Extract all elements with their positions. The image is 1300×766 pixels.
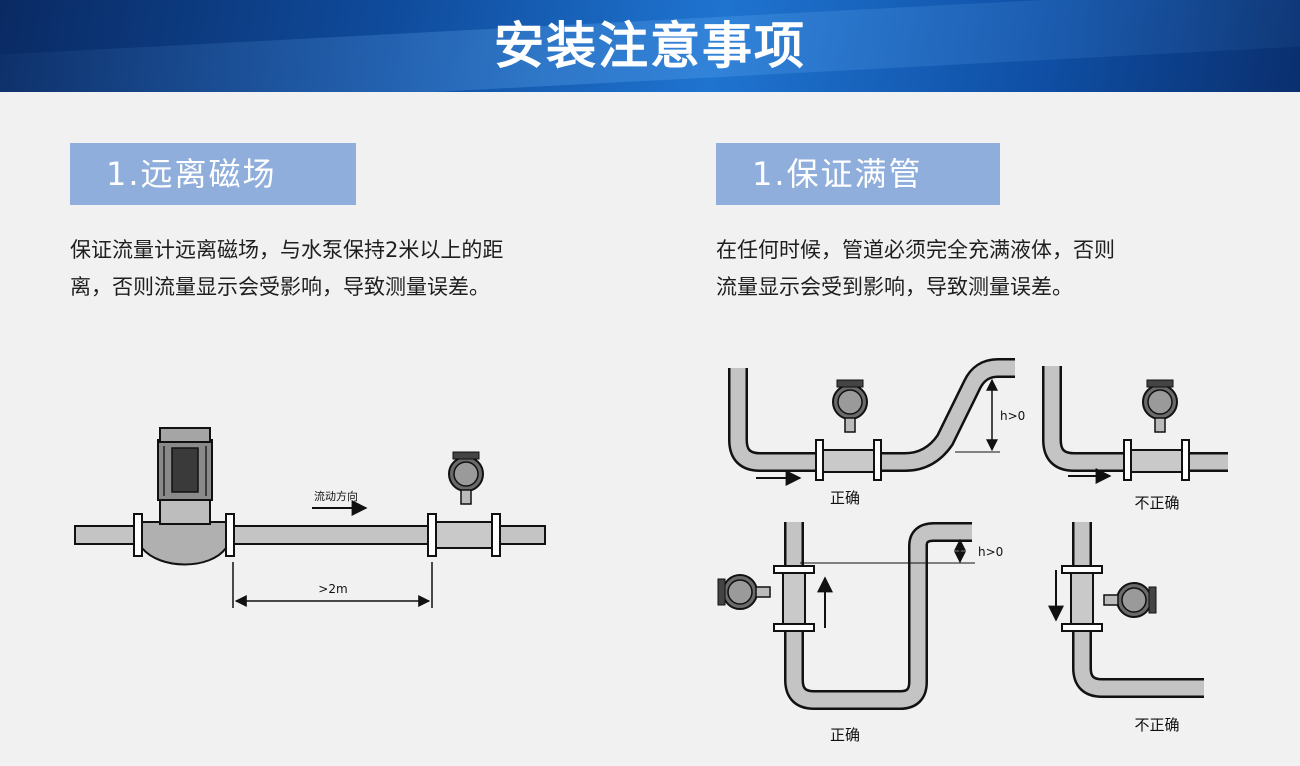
flow-direction-label: 流动方向 [314, 489, 358, 503]
meter-body [1070, 572, 1094, 625]
flange [1181, 439, 1190, 481]
flowmeter-transmitter-icon [448, 451, 484, 505]
flowmeter-transmitter-icon [1103, 582, 1157, 618]
flange [773, 623, 815, 632]
pipe-fill [786, 522, 972, 708]
diagram-full-pipe-incorrect-2: 不正确 [1048, 522, 1204, 734]
meter-flange-left [427, 513, 437, 557]
height-label: h>0 [978, 545, 1003, 559]
meter-flange-right [491, 513, 501, 557]
motor-terminal-box [171, 447, 199, 493]
caption-incorrect: 不正确 [1134, 716, 1179, 734]
height-label: h>0 [1000, 409, 1025, 423]
pump-body [141, 521, 227, 566]
meter-body [435, 521, 493, 549]
pipe-outline [1042, 366, 1228, 472]
pipe-outline [784, 522, 972, 710]
diagram-full-pipe-correct-2: h>0 正确 [717, 522, 1003, 744]
caption-correct: 正确 [830, 489, 860, 507]
flowmeter-transmitter-icon [717, 574, 771, 610]
pump-flange-left [133, 513, 143, 557]
flange [773, 565, 815, 574]
flowmeter-transmitter-icon [1142, 379, 1178, 433]
page-title: 安装注意事项 [494, 17, 806, 75]
desc-line: 离，否则流量显示会受影响，导致测量误差。 [70, 275, 490, 299]
pipe-fill [730, 360, 1015, 470]
caption-correct: 正确 [830, 726, 860, 744]
desc-line: 保证流量计远离磁场，与水泵保持2米以上的距 [70, 238, 504, 262]
meter-body [1130, 449, 1183, 473]
flange [1061, 623, 1103, 632]
motor-cap [159, 427, 211, 443]
flange [1123, 439, 1132, 481]
section-label-magnetic: 1.远离磁场 [70, 143, 356, 205]
pipe-fill [1044, 366, 1228, 470]
pipe-fill [1074, 522, 1204, 696]
flange [815, 439, 824, 481]
distance-label: >2m [318, 582, 347, 596]
desc-line: 在任何时候，管道必须完全充满液体，否则 [716, 238, 1115, 262]
meter-body [782, 572, 806, 625]
flange [873, 439, 882, 481]
flowmeter-transmitter-icon [832, 379, 868, 433]
caption-incorrect: 不正确 [1134, 494, 1179, 512]
pump-flange-right [225, 513, 235, 557]
diagram-full-pipe-incorrect-1: 不正确 [1042, 366, 1228, 512]
section-desc-full-pipe: 在任何时候，管道必须完全充满液体，否则 流量显示会受到影响，导致测量误差。 [716, 232, 1276, 306]
flange [1061, 565, 1103, 574]
meter-body [822, 449, 875, 473]
section-desc-magnetic: 保证流量计远离磁场，与水泵保持2米以上的距 离，否则流量显示会受影响，导致测量误… [70, 232, 630, 306]
diagram-full-pipe-correct-1: h>0 正确 [728, 358, 1025, 507]
section-label-full-pipe: 1.保证满管 [716, 143, 1000, 205]
pump-housing [159, 499, 211, 525]
header-banner: 安装注意事项 [0, 0, 1300, 92]
desc-line: 流量显示会受到影响，导致测量误差。 [716, 275, 1073, 299]
diagram-magnetic-field: 流动方向 >2m [74, 427, 546, 608]
